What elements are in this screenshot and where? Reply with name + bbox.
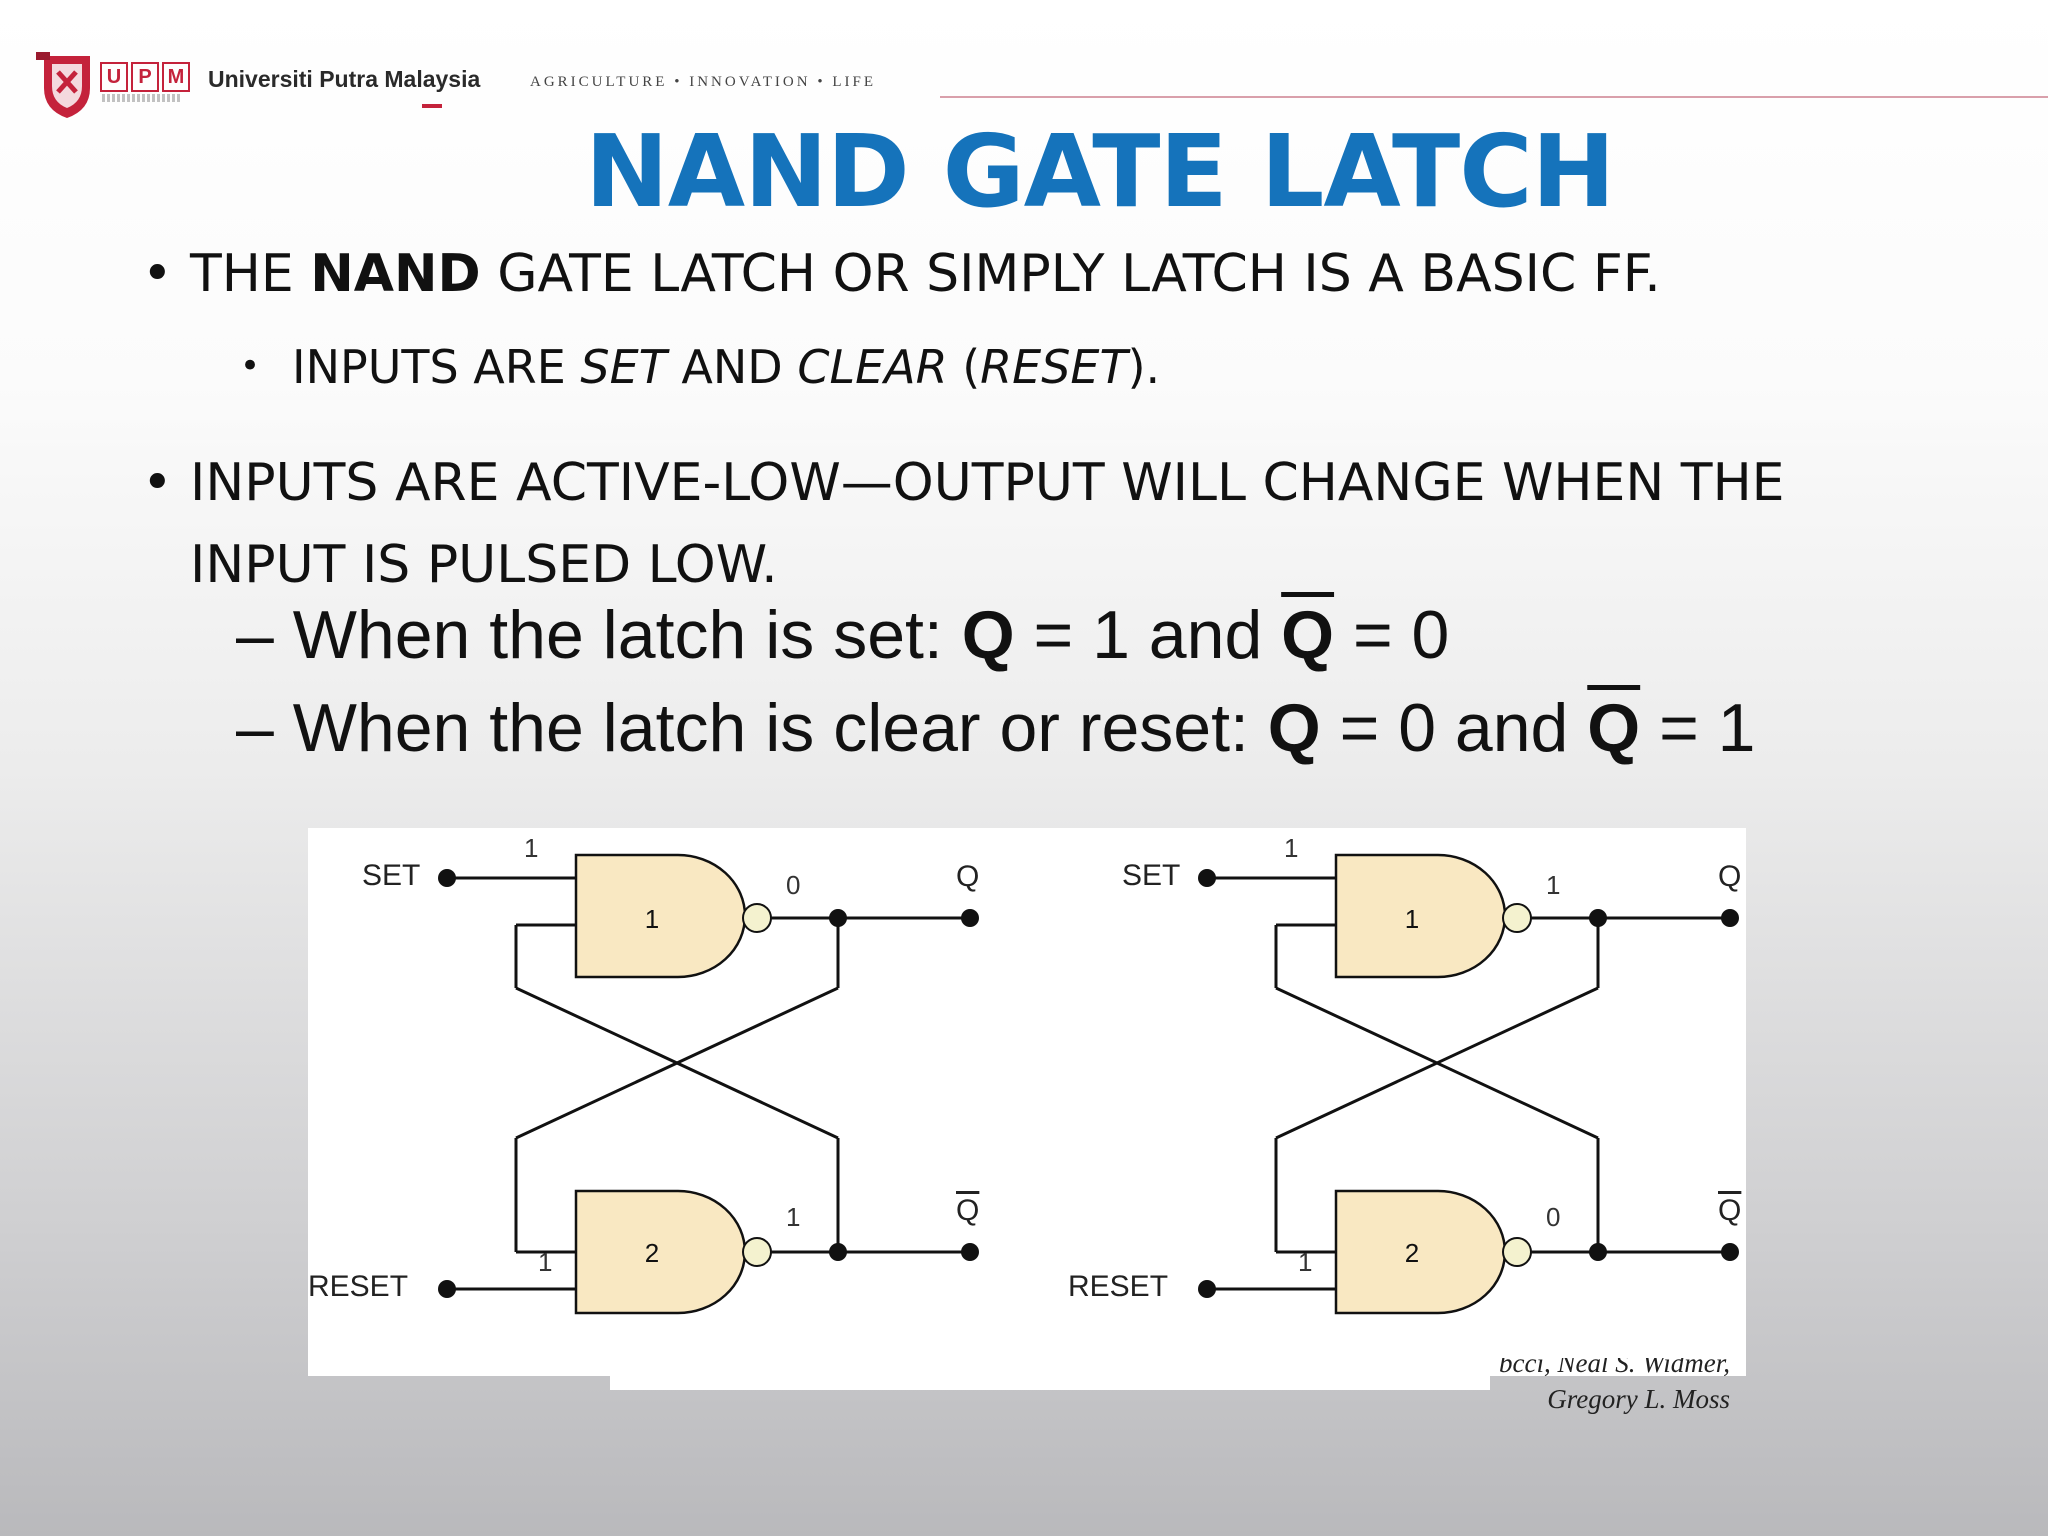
junction-dots-right: [1198, 869, 1739, 1298]
bullet-dot: •: [142, 453, 173, 513]
latch-circuit-left: [447, 876, 970, 1291]
wordmark-underline: [102, 94, 182, 102]
bullet-dot: •: [240, 346, 261, 386]
slide-header: U P M Universiti Putra Malaysia AGRICULT…: [0, 0, 2048, 130]
figure-credit: bcci, Neal S. Widmer, Gregory L. Moss: [1499, 1358, 1730, 1418]
university-name: Universiti Putra Malaysia: [208, 66, 481, 92]
latch-circuit-right: [1207, 876, 1730, 1291]
svg-text:Q: Q: [1718, 1194, 1741, 1227]
brand-accent-mark: [422, 104, 442, 108]
nand-gate-1-right: 1: [1334, 853, 1532, 979]
logic-levels-left: 1 1 0 1: [524, 833, 800, 1277]
svg-text:1: 1: [1405, 904, 1419, 934]
latch-diagrams: 1 2 SET RESET Q Q 1 1 0 1: [308, 828, 1746, 1376]
q-bar: Q: [1281, 597, 1335, 673]
dash-latch-set: – When the latch is set: Q = 1 and Q = 0: [236, 597, 1450, 673]
svg-text:1: 1: [1284, 833, 1298, 863]
svg-text:1: 1: [1298, 1247, 1312, 1277]
credit-line-author: Gregory L. Moss: [1547, 1384, 1730, 1414]
svg-text:Q: Q: [956, 1194, 979, 1227]
q-bar: Q: [1587, 690, 1641, 766]
svg-text:0: 0: [1546, 1202, 1560, 1232]
bullet-active-low: • INPUTS ARE ACTIVE-LOW—OUTPUT WILL CHAN…: [142, 442, 1785, 606]
latch-circuit-svg: 1 2 SET RESET Q Q 1 1 0 1: [308, 833, 1741, 1315]
dash-latch-reset: – When the latch is clear or reset: Q = …: [236, 690, 1756, 766]
junction-dots-left: [438, 869, 979, 1298]
bullet-basic-ff: • THE NAND GATE LATCH OR SIMPLY LATCH IS…: [142, 244, 1661, 304]
svg-text:RESET: RESET: [1068, 1270, 1168, 1303]
slide-title: NAND GATE LATCH: [585, 113, 1615, 230]
svg-text:2: 2: [645, 1238, 659, 1268]
svg-text:1: 1: [1546, 870, 1560, 900]
svg-text:1: 1: [524, 833, 538, 863]
nand-gate-2-right: 2: [1334, 1189, 1532, 1315]
svg-text:SET: SET: [362, 859, 420, 892]
nand-gate-2-left: 2: [574, 1189, 772, 1315]
bullet-dot: •: [142, 244, 173, 304]
svg-text:2: 2: [1405, 1238, 1419, 1268]
header-rule: [940, 96, 2048, 98]
bullet-inputs-set-clear: • INPUTS ARE SET AND CLEAR (RESET).: [240, 340, 1161, 394]
credit-line-cut: bcci, Neal S. Widmer,: [1499, 1358, 1730, 1378]
labels-left: SET RESET Q Q: [308, 859, 979, 1303]
figure-white-strip: [610, 1376, 1490, 1390]
logic-levels-right: 1 1 1 0: [1284, 833, 1560, 1277]
labels-right: SET RESET Q Q: [1068, 859, 1741, 1303]
svg-text:1: 1: [645, 904, 659, 934]
svg-text:SET: SET: [1122, 859, 1180, 892]
upm-crest-logo: [36, 52, 90, 118]
university-tagline: AGRICULTURE • INNOVATION • LIFE: [530, 74, 877, 90]
svg-text:1: 1: [538, 1247, 552, 1277]
svg-text:Q: Q: [956, 860, 979, 893]
svg-text:1: 1: [786, 1202, 800, 1232]
svg-text:RESET: RESET: [308, 1270, 408, 1303]
upm-wordmark: U P M: [100, 62, 190, 92]
svg-text:0: 0: [786, 870, 800, 900]
nand-gate-1-left: 1: [574, 853, 772, 979]
svg-text:Q: Q: [1718, 860, 1741, 893]
